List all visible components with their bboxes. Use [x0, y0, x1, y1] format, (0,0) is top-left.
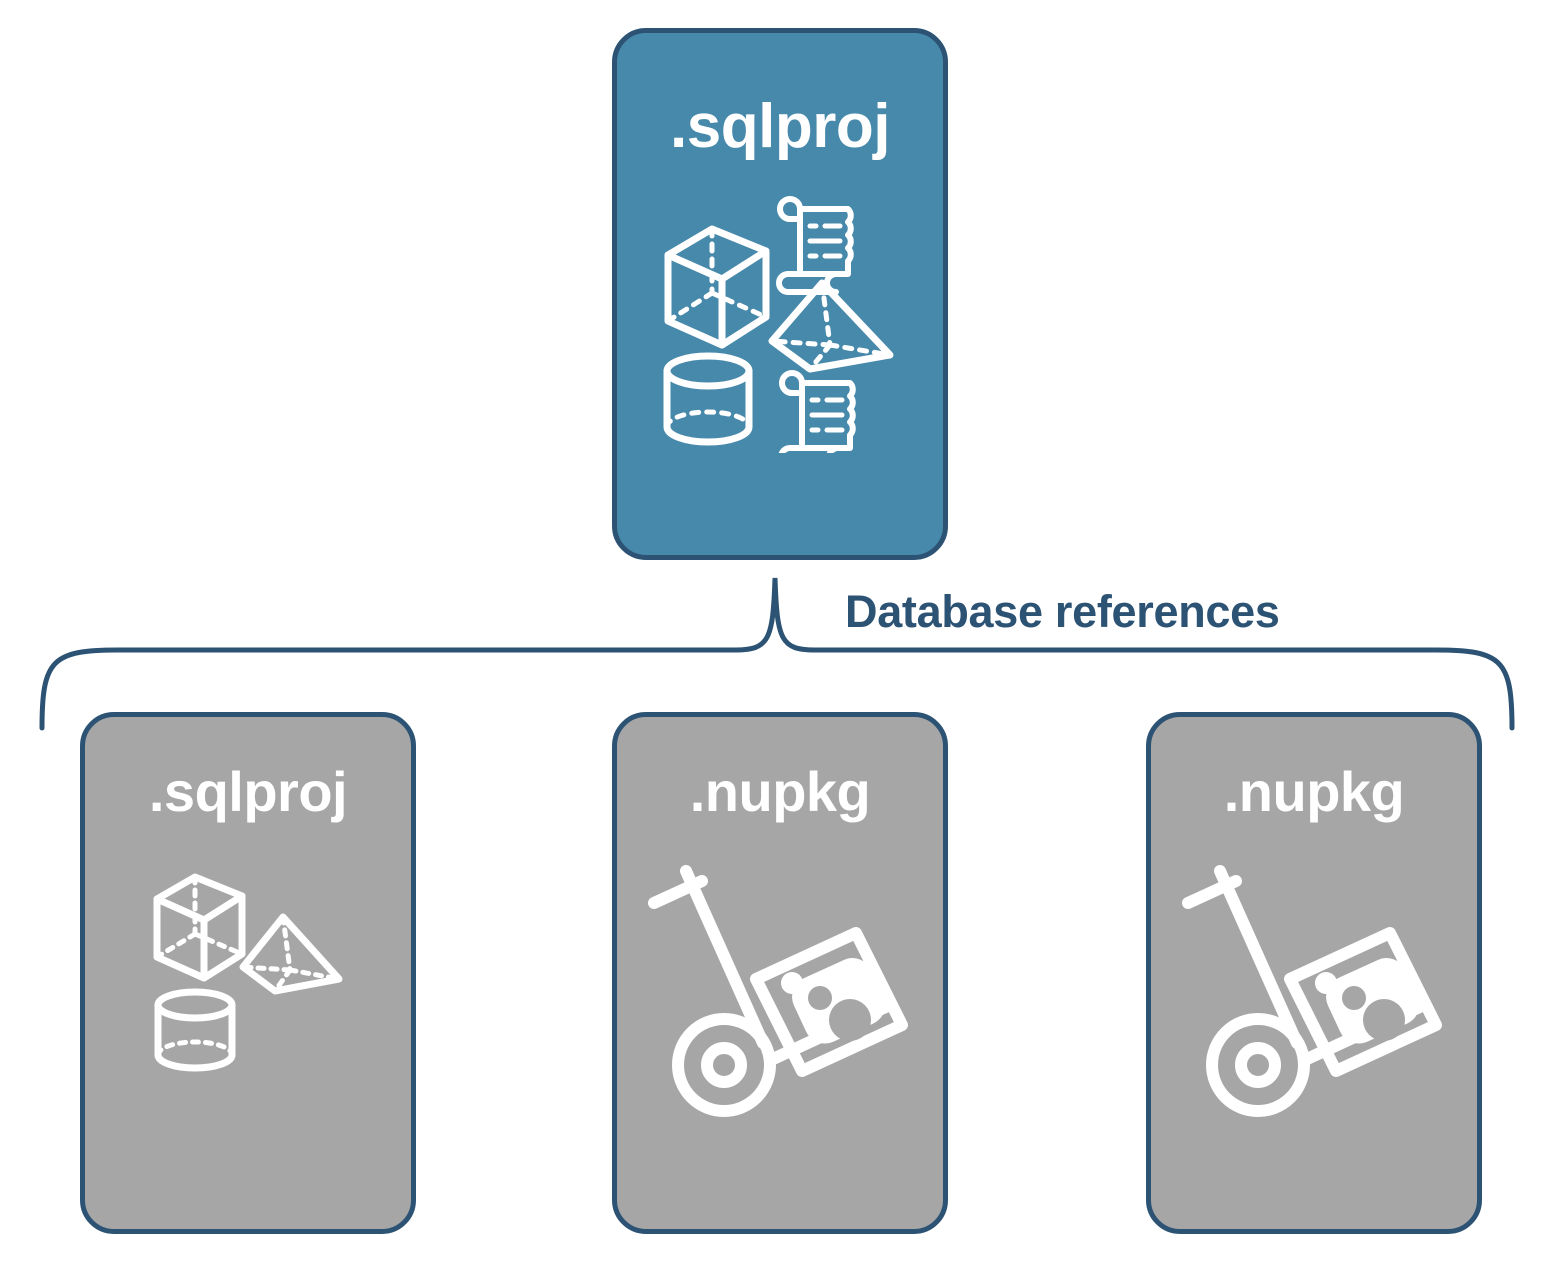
cube-icon	[664, 225, 770, 349]
pyramid-icon	[239, 913, 343, 995]
reference-card-icon-group	[1151, 857, 1477, 1117]
root-card[interactable]: .sqlproj	[612, 28, 948, 560]
package-handtruck-icon	[648, 865, 908, 1117]
reference-card-sqlproj[interactable]: .sqlproj	[80, 712, 416, 1234]
root-card-icon-group	[617, 193, 943, 453]
cylinder-icon	[663, 352, 753, 446]
reference-card-nupkg-1[interactable]: .nupkg	[612, 712, 948, 1234]
scroll-icon	[776, 196, 854, 295]
pyramid-icon	[768, 279, 894, 373]
reference-card-title: .sqlproj	[148, 760, 348, 823]
package-handtruck-icon	[1182, 865, 1442, 1117]
reference-card-nupkg-2[interactable]: .nupkg	[1146, 712, 1482, 1234]
scroll-icon	[778, 370, 856, 453]
root-card-title: .sqlproj	[670, 92, 890, 161]
reference-card-title: .nupkg	[1223, 760, 1405, 823]
cylinder-icon	[154, 988, 236, 1072]
reference-card-icon-group	[85, 857, 411, 1097]
reference-card-title: .nupkg	[689, 760, 871, 823]
reference-card-icon-group	[617, 857, 943, 1117]
cube-icon	[153, 873, 246, 982]
brace-label: Database references	[845, 586, 1280, 637]
